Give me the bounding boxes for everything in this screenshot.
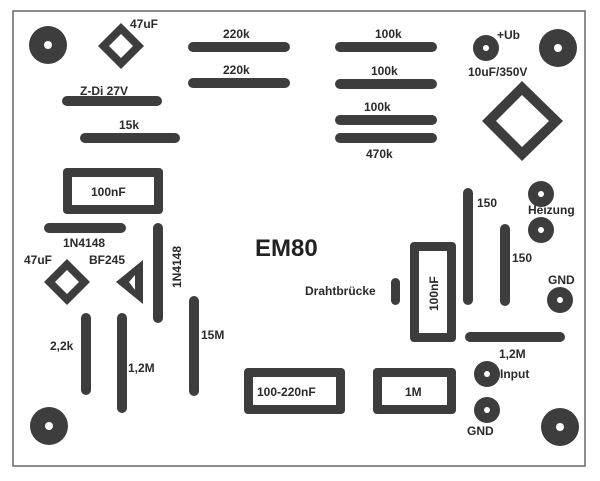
label-heater: Heizung xyxy=(528,203,575,217)
mounting-hole-top-right xyxy=(539,29,577,67)
diode-1n4148-vertical xyxy=(153,223,163,323)
label-150-2: 150 xyxy=(512,251,532,265)
capacitor-10uf-350v xyxy=(482,81,563,161)
label-10uf: 10uF/350V xyxy=(468,65,527,79)
mounting-hole-bottom-left xyxy=(30,407,68,445)
label-1n4148-vertical: 1N4148 xyxy=(170,246,184,288)
zener-diode xyxy=(62,96,162,106)
label-100-220nf: 100-220nF xyxy=(257,385,316,399)
label-47uf-top: 47uF xyxy=(130,17,158,31)
resistor-220k-1 xyxy=(188,42,290,52)
label-ub: +Ub xyxy=(497,28,520,42)
capacitor-100nf-top xyxy=(63,168,163,214)
mounting-hole-top-left xyxy=(29,26,67,64)
resistor-150-2 xyxy=(500,224,510,306)
label-100k-2: 100k xyxy=(371,64,398,78)
capacitor-47uf-left xyxy=(44,259,90,305)
resistor-1-2m-right xyxy=(465,332,565,342)
label-1n4148-horizontal: 1N4148 xyxy=(63,236,105,250)
resistor-220k-2 xyxy=(188,78,290,88)
pad-ub xyxy=(473,35,499,61)
resistor-470k xyxy=(335,133,437,143)
label-100k-3: 100k xyxy=(364,100,391,114)
label-470k: 470k xyxy=(366,147,393,161)
label-1m: 1M xyxy=(405,385,422,399)
resistor-15m xyxy=(189,296,199,396)
label-zdiode: Z-Di 27V xyxy=(80,84,128,98)
board-title: EM80 xyxy=(255,235,318,262)
label-2-2k: 2,2k xyxy=(50,339,74,353)
label-100k-1: 100k xyxy=(375,27,402,41)
label-1-2m-right: 1,2M xyxy=(499,347,526,361)
resistor-100k-1 xyxy=(335,42,437,52)
label-220k-2: 220k xyxy=(223,63,250,77)
label-bf245: BF245 xyxy=(89,253,125,267)
label-15k: 15k xyxy=(119,118,139,132)
label-47uf-left: 47uF xyxy=(24,253,52,267)
pad-gnd-bottom xyxy=(474,397,500,423)
label-15m: 15M xyxy=(201,328,224,342)
label-input: Input xyxy=(500,367,529,381)
mounting-hole-bottom-right xyxy=(541,408,579,446)
label-220k-1: 220k xyxy=(223,27,250,41)
wire-jumper xyxy=(391,278,400,305)
resistor-2-2k xyxy=(81,313,91,395)
pad-heater-1 xyxy=(528,181,554,207)
label-1-2m-left: 1,2M xyxy=(128,361,155,375)
transistor-bf245 xyxy=(116,260,143,304)
resistor-15k xyxy=(80,133,180,143)
diode-1n4148-horizontal xyxy=(44,223,126,233)
capacitor-100-220nf xyxy=(244,368,345,414)
capacitor-47uf-top xyxy=(98,23,144,69)
pad-input xyxy=(474,361,500,387)
pad-gnd-right xyxy=(547,287,573,313)
label-100nf-top: 100nF xyxy=(91,185,126,199)
pad-heater-2 xyxy=(528,217,554,243)
label-150-1: 150 xyxy=(477,196,497,210)
capacitor-100nf-right xyxy=(410,242,456,342)
resistor-150-1 xyxy=(463,188,473,305)
resistor-1-2m-left xyxy=(117,313,127,413)
resistor-100k-3 xyxy=(335,115,437,125)
resistor-100k-2 xyxy=(335,79,437,89)
label-gnd-right: GND xyxy=(548,273,575,287)
resistor-1m xyxy=(373,368,456,414)
label-gnd-bottom: GND xyxy=(467,424,494,438)
label-jumper: Drahtbrücke xyxy=(305,284,376,298)
label-100nf-right: 100nF xyxy=(427,276,441,311)
